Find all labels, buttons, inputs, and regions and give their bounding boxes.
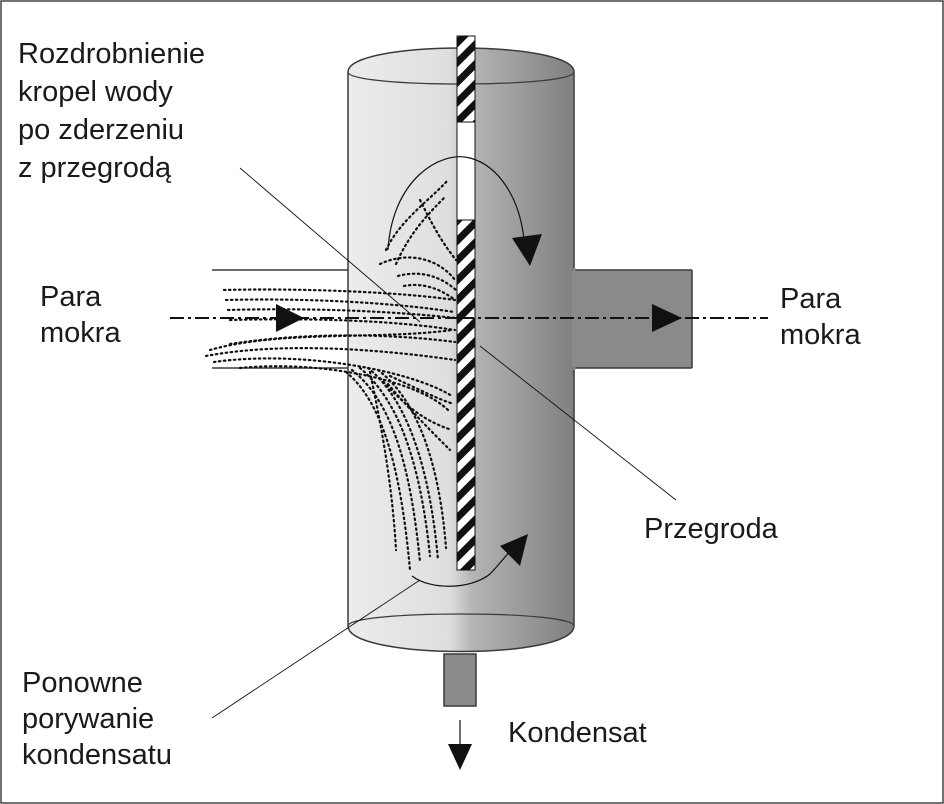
droplet-path	[238, 365, 452, 414]
droplet-path	[378, 256, 457, 282]
drain-pipe	[443, 653, 477, 707]
breakup-leader-line	[239, 167, 421, 323]
droplet-path	[378, 376, 454, 432]
droplet-path	[344, 370, 412, 572]
baffle-plate	[456, 35, 476, 571]
droplet-path	[368, 370, 398, 552]
condensate-arrowhead	[448, 744, 472, 770]
upper-flow-arrowhead	[512, 234, 542, 266]
droplet-path	[376, 368, 448, 550]
lower-flow-arrowhead	[500, 534, 528, 566]
droplet-path	[388, 374, 456, 406]
droplet-path	[228, 334, 457, 346]
droplet-path	[402, 283, 457, 302]
baffle-label: Przegroda	[644, 513, 779, 545]
upper-flow-curve	[387, 156, 525, 251]
droplet-path	[204, 347, 457, 362]
reentrainment-label: Ponowne porywanie kondensatu	[22, 667, 172, 771]
droplet-path	[212, 357, 454, 398]
droplet-path	[358, 366, 432, 558]
droplet-trajectories	[204, 178, 458, 572]
droplet-path	[418, 198, 458, 262]
condensate-label: Kondensat	[508, 717, 647, 749]
outlet-label: Para mokra	[780, 283, 861, 351]
droplet-path	[366, 366, 440, 562]
inlet-label: Para mokra	[40, 281, 121, 349]
droplet-path	[384, 178, 450, 252]
inlet-arrowhead	[276, 304, 304, 332]
outlet-arrowhead	[652, 304, 682, 332]
droplet-path	[396, 272, 458, 292]
lower-flow-curve	[411, 547, 515, 587]
reentrainment-leader-line	[211, 579, 421, 719]
droplet-path	[228, 318, 457, 332]
droplet-path	[222, 288, 457, 302]
breakup-label: Rozdrobnienie kropel wody po zderzeniu z…	[18, 38, 213, 184]
arrowheads	[276, 234, 682, 770]
flow-arrows	[170, 156, 768, 748]
droplet-path	[394, 194, 448, 266]
droplet-path	[386, 382, 452, 452]
droplet-path	[226, 308, 458, 320]
baffle-leader-line	[479, 345, 677, 501]
leader-lines	[211, 167, 677, 719]
